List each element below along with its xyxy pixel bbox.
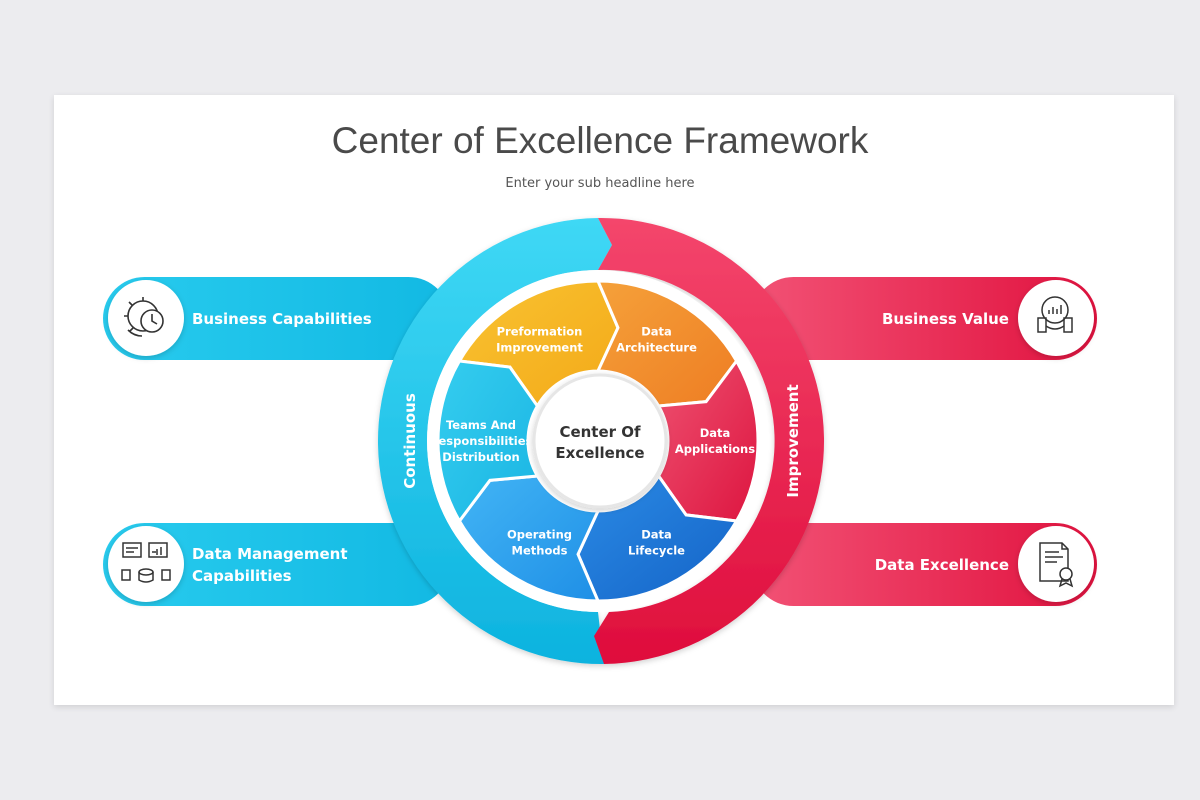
segment-teams-responsibilities	[436, 359, 540, 524]
data-management-icon	[121, 542, 171, 583]
segment-data-lifecycle-label-line1: Data	[641, 527, 672, 541]
segment-operating-methods-label-line2: Methods	[512, 543, 568, 557]
segment-data-architecture-label-line1: Data	[641, 325, 672, 339]
inner-segments: PreformationImprovementDataArchitectureD…	[430, 279, 760, 603]
center-label-line2: Excellence	[555, 444, 644, 462]
pill-data-excellence: Data Excellence	[752, 523, 1097, 606]
pill-business-capabilities: Business Capabilities	[103, 277, 450, 360]
segment-data-architecture-label-line2: Architecture	[616, 341, 697, 355]
data-management-label-line1: Data Management	[192, 545, 348, 563]
segment-preformation-improvement-label-line1: Preformation	[497, 325, 583, 339]
segment-teams-responsibilities-label-line1: Teams And	[446, 418, 516, 432]
hand-chart-icon	[1037, 296, 1073, 333]
segment-data-applications-label-line1: Data	[700, 426, 731, 440]
data-excellence-label: Data Excellence	[875, 556, 1009, 574]
pill-data-management: Data Management Capabilities	[103, 523, 450, 606]
page-subtitle: Enter your sub headline here	[505, 176, 695, 191]
clock-gear-icon	[124, 297, 164, 337]
pill-business-value: Business Value	[752, 277, 1097, 360]
segment-data-applications-label-line2: Applications	[675, 442, 755, 456]
center-circle	[532, 373, 668, 509]
center-label-line1: Center Of	[559, 423, 641, 441]
ring-right-label: Improvement	[784, 384, 802, 497]
segment-operating-methods-label-line1: Operating	[507, 527, 572, 541]
ring-right-red	[594, 217, 825, 664]
business-capabilities-label: Business Capabilities	[192, 310, 372, 328]
segment-teams-responsibilities-label-line3: Distribution	[442, 450, 519, 464]
segment-preformation-improvement-label-line2: Improvement	[496, 341, 583, 355]
segment-data-lifecycle-label-line2: Lifecycle	[628, 543, 685, 557]
outer-ring	[377, 217, 825, 665]
ring-left-label: Continuous	[401, 393, 419, 489]
ring-left-cyan	[377, 218, 612, 665]
page-title: Center of Excellence Framework	[331, 120, 869, 161]
data-management-label-line2: Capabilities	[192, 567, 292, 585]
certificate-icon	[1039, 542, 1074, 588]
segment-teams-responsibilities-label-line2: Responsibilities	[430, 434, 533, 448]
business-value-label: Business Value	[882, 310, 1009, 328]
